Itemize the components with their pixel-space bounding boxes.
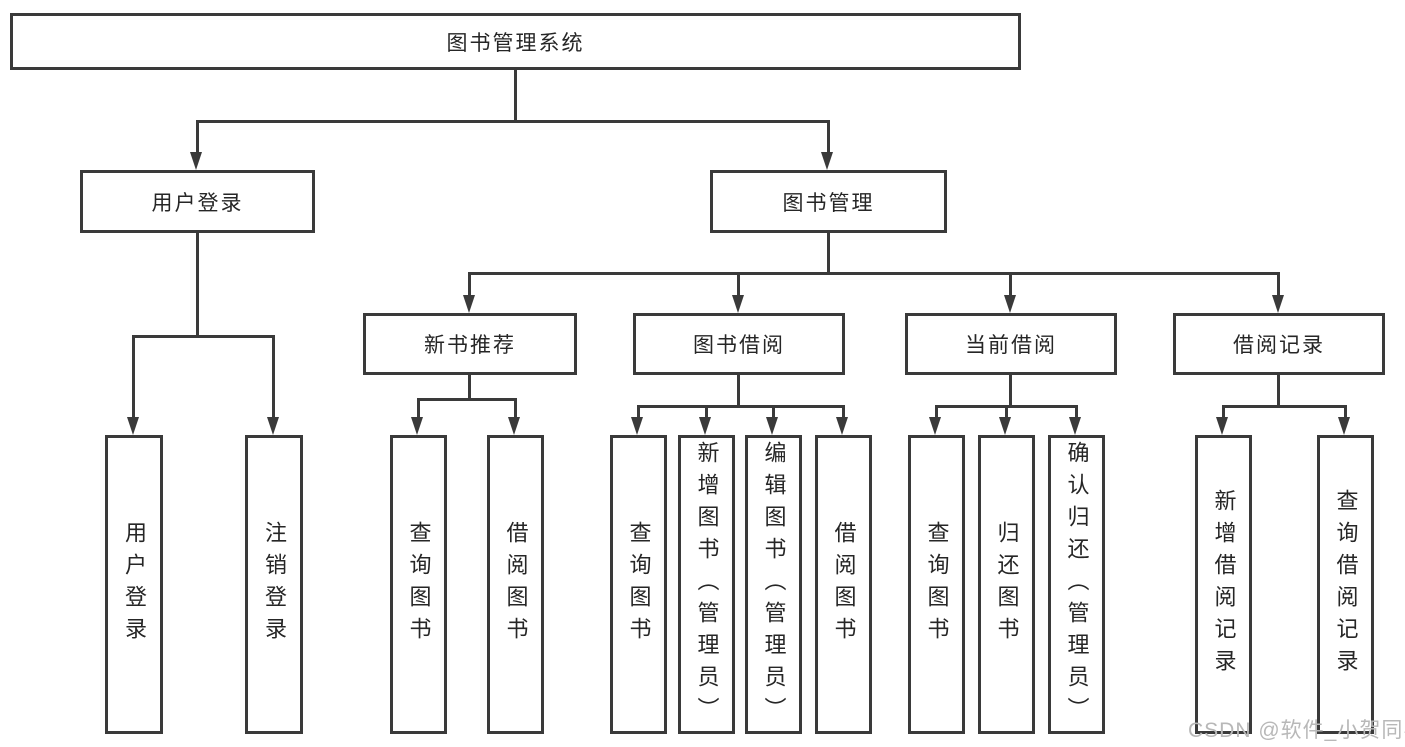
connector-line [1277, 272, 1280, 297]
watermark: CSDN @软件_小贺同学 [1188, 719, 1405, 742]
arrowhead-icon [127, 417, 139, 435]
connector-line [1222, 405, 1347, 408]
node-leaf-user-login: 用户登录 [105, 435, 163, 734]
arrowhead-icon [508, 417, 520, 435]
connector-line [1009, 272, 1012, 297]
connector-line [705, 405, 708, 419]
node-leaf-add-borrow-record: 新增借阅记录 [1195, 435, 1252, 734]
connector-line [1075, 405, 1078, 419]
arrowhead-icon [999, 417, 1011, 435]
arrowhead-icon [836, 417, 848, 435]
node-leaf-query-book-recommend: 查询图书 [390, 435, 447, 734]
arrowhead-icon [1004, 295, 1016, 313]
arrowhead-icon [1272, 295, 1284, 313]
connector-line [196, 120, 199, 154]
connector-line [737, 375, 740, 405]
connector-line [196, 120, 830, 123]
node-leaf-confirm-return-admin: 确认归还（管理员） [1048, 435, 1105, 734]
connector-line [637, 405, 640, 419]
connector-line [514, 70, 517, 120]
node-new-book-recommend: 新书推荐 [363, 313, 577, 375]
connector-line [637, 405, 845, 408]
node-leaf-query-book-borrow: 查询图书 [610, 435, 667, 734]
arrowhead-icon [699, 417, 711, 435]
connector-line [737, 272, 740, 297]
connector-line [196, 233, 199, 335]
connector-line [935, 405, 938, 419]
connector-line [1005, 405, 1008, 419]
connector-line [514, 398, 517, 419]
arrowhead-icon [929, 417, 941, 435]
connector-line [842, 405, 845, 419]
connector-line [827, 120, 830, 154]
node-root: 图书管理系统 [10, 13, 1021, 70]
arrowhead-icon [267, 417, 279, 435]
node-current-borrow: 当前借阅 [905, 313, 1117, 375]
arrowhead-icon [732, 295, 744, 313]
node-user-login: 用户登录 [80, 170, 315, 233]
connector-line [772, 405, 775, 419]
node-leaf-query-book-current: 查询图书 [908, 435, 965, 734]
node-book-borrow: 图书借阅 [633, 313, 845, 375]
node-leaf-edit-book-admin: 编辑图书（管理员） [745, 435, 802, 734]
arrowhead-icon [766, 417, 778, 435]
node-leaf-add-book-admin: 新增图书（管理员） [678, 435, 735, 734]
connector-line [827, 233, 830, 272]
connector-line [132, 335, 275, 338]
node-borrow-records: 借阅记录 [1173, 313, 1385, 375]
node-leaf-logout: 注销登录 [245, 435, 303, 734]
connector-line [1009, 375, 1012, 405]
arrowhead-icon [1338, 417, 1350, 435]
connector-line [468, 272, 471, 297]
connector-line [468, 375, 471, 398]
connector-line [272, 335, 275, 417]
arrowhead-icon [1069, 417, 1081, 435]
node-leaf-return-book: 归还图书 [978, 435, 1035, 734]
node-leaf-borrow-book: 借阅图书 [815, 435, 872, 734]
connector-line [1277, 375, 1280, 405]
arrowhead-icon [821, 152, 833, 170]
connector-line [417, 398, 420, 419]
arrowhead-icon [411, 417, 423, 435]
node-book-management: 图书管理 [710, 170, 947, 233]
connector-line [417, 398, 517, 401]
connector-line [1222, 405, 1225, 419]
arrowhead-icon [631, 417, 643, 435]
arrowhead-icon [1216, 417, 1228, 435]
node-leaf-borrow-book-recommend: 借阅图书 [487, 435, 544, 734]
arrowhead-icon [463, 295, 475, 313]
connector-line [1344, 405, 1347, 419]
arrowhead-icon [190, 152, 202, 170]
node-leaf-query-borrow-record: 查询借阅记录 [1317, 435, 1374, 734]
connector-line [468, 272, 1280, 275]
connector-line [132, 335, 135, 417]
